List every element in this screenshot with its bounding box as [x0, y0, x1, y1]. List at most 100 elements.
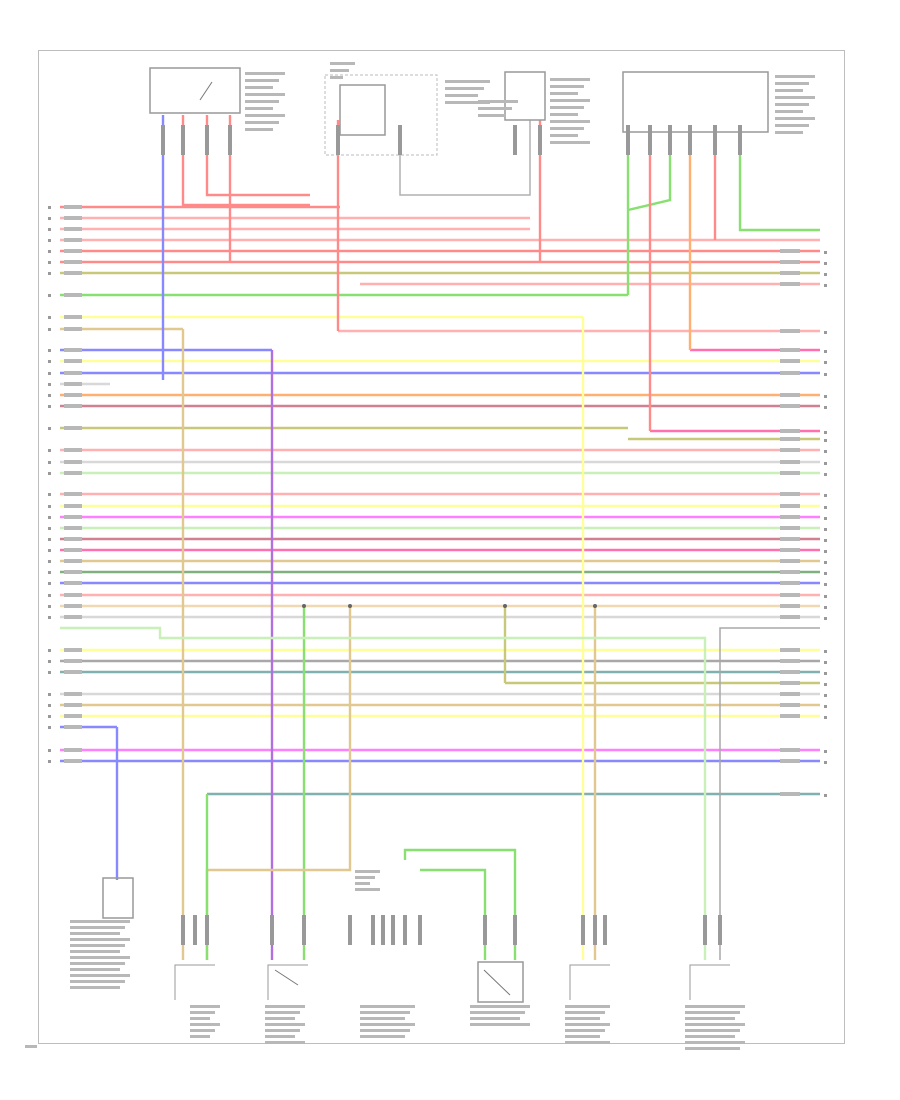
wire-label [780, 681, 800, 685]
connector-pin [205, 125, 209, 155]
component-label [685, 1011, 740, 1014]
wire-label [780, 260, 800, 264]
wire-label [780, 437, 800, 441]
pin-number-right [824, 373, 827, 376]
wire-label [780, 748, 800, 752]
pin-number-right [824, 583, 827, 586]
bottom-component-bracket [267, 964, 308, 1000]
pin-number-right [824, 331, 827, 334]
pin-number-left [48, 461, 51, 464]
pin-number-left [48, 616, 51, 619]
component-label [360, 1029, 410, 1032]
component-label [775, 117, 815, 120]
wire-label [780, 559, 800, 563]
component-label [190, 1029, 215, 1032]
pin-number-left [48, 660, 51, 663]
component-label [70, 986, 120, 989]
component-label [550, 120, 590, 123]
wire-label [780, 504, 800, 508]
bottom-component-bracket [569, 964, 610, 1000]
pin-number-right [824, 716, 827, 719]
component-label [245, 86, 273, 89]
component-label [330, 76, 343, 79]
component-label [70, 968, 120, 971]
pin-number-right [824, 528, 827, 531]
wire-label [780, 393, 800, 397]
wire-label [780, 271, 800, 275]
connector-pin [581, 915, 585, 945]
pin-number-right [824, 550, 827, 553]
wire-green [420, 868, 487, 960]
pin-number-right [824, 273, 827, 276]
pin-number-right [824, 506, 827, 509]
component-label [775, 124, 809, 127]
connector-pin [513, 915, 517, 945]
wire-label [64, 648, 82, 652]
wire-label [64, 759, 82, 763]
wire-label [780, 692, 800, 696]
component-label [565, 1035, 600, 1038]
pressure-switch-icon [274, 969, 299, 986]
component-label [190, 1011, 215, 1014]
component-label [245, 100, 279, 103]
component-label [245, 79, 279, 82]
component-label [478, 107, 512, 110]
pin-number-left [48, 316, 51, 319]
wire-grey [399, 120, 531, 196]
wire-label [780, 282, 800, 286]
wire-label [64, 348, 82, 352]
pin-number-left [48, 571, 51, 574]
wire-label [780, 548, 800, 552]
pin-number-left [48, 228, 51, 231]
pin-number-left [48, 715, 51, 718]
component-label [245, 93, 285, 96]
wire-label [780, 714, 800, 718]
component-label [70, 932, 120, 935]
component-label [775, 82, 809, 85]
wire-label [780, 429, 800, 433]
pin-number-left [48, 704, 51, 707]
pin-number-left [48, 239, 51, 242]
pin-number-right [824, 450, 827, 453]
wire-green [738, 140, 820, 232]
wire-label [64, 570, 82, 574]
pin-number-left [48, 749, 51, 752]
pin-number-left [48, 360, 51, 363]
connector-pin [483, 915, 487, 945]
component-label [245, 107, 273, 110]
component-label [330, 69, 349, 72]
component-label [360, 1005, 415, 1008]
wire-label [64, 537, 82, 541]
wire-label [64, 238, 82, 242]
component-label [685, 1035, 735, 1038]
component-label [685, 1023, 745, 1026]
wire-label [64, 315, 82, 319]
pin-number-left [48, 250, 51, 253]
connector-pin [593, 915, 597, 945]
wire-label [780, 593, 800, 597]
component-label [25, 1045, 37, 1048]
component-label [355, 876, 375, 879]
component-label [190, 1017, 210, 1020]
bottom-component-bracket [174, 964, 215, 1000]
component-label [70, 956, 130, 959]
pin-number-right [824, 517, 827, 520]
component-label [265, 1041, 305, 1044]
wire-label [64, 271, 82, 275]
wire-ochre [205, 606, 352, 960]
connector-pin [161, 125, 165, 155]
pin-number-left [48, 206, 51, 209]
component-label [265, 1005, 305, 1008]
wire-label [780, 348, 800, 352]
pin-number-left [48, 493, 51, 496]
splice-dot [503, 604, 507, 608]
wire-label [780, 404, 800, 408]
wire-label [64, 359, 82, 363]
wire-label [64, 670, 82, 674]
wire-label [780, 537, 800, 541]
wire-label [780, 526, 800, 530]
pin-number-left [48, 328, 51, 331]
connector-pin [703, 915, 707, 945]
wire-label [64, 460, 82, 464]
